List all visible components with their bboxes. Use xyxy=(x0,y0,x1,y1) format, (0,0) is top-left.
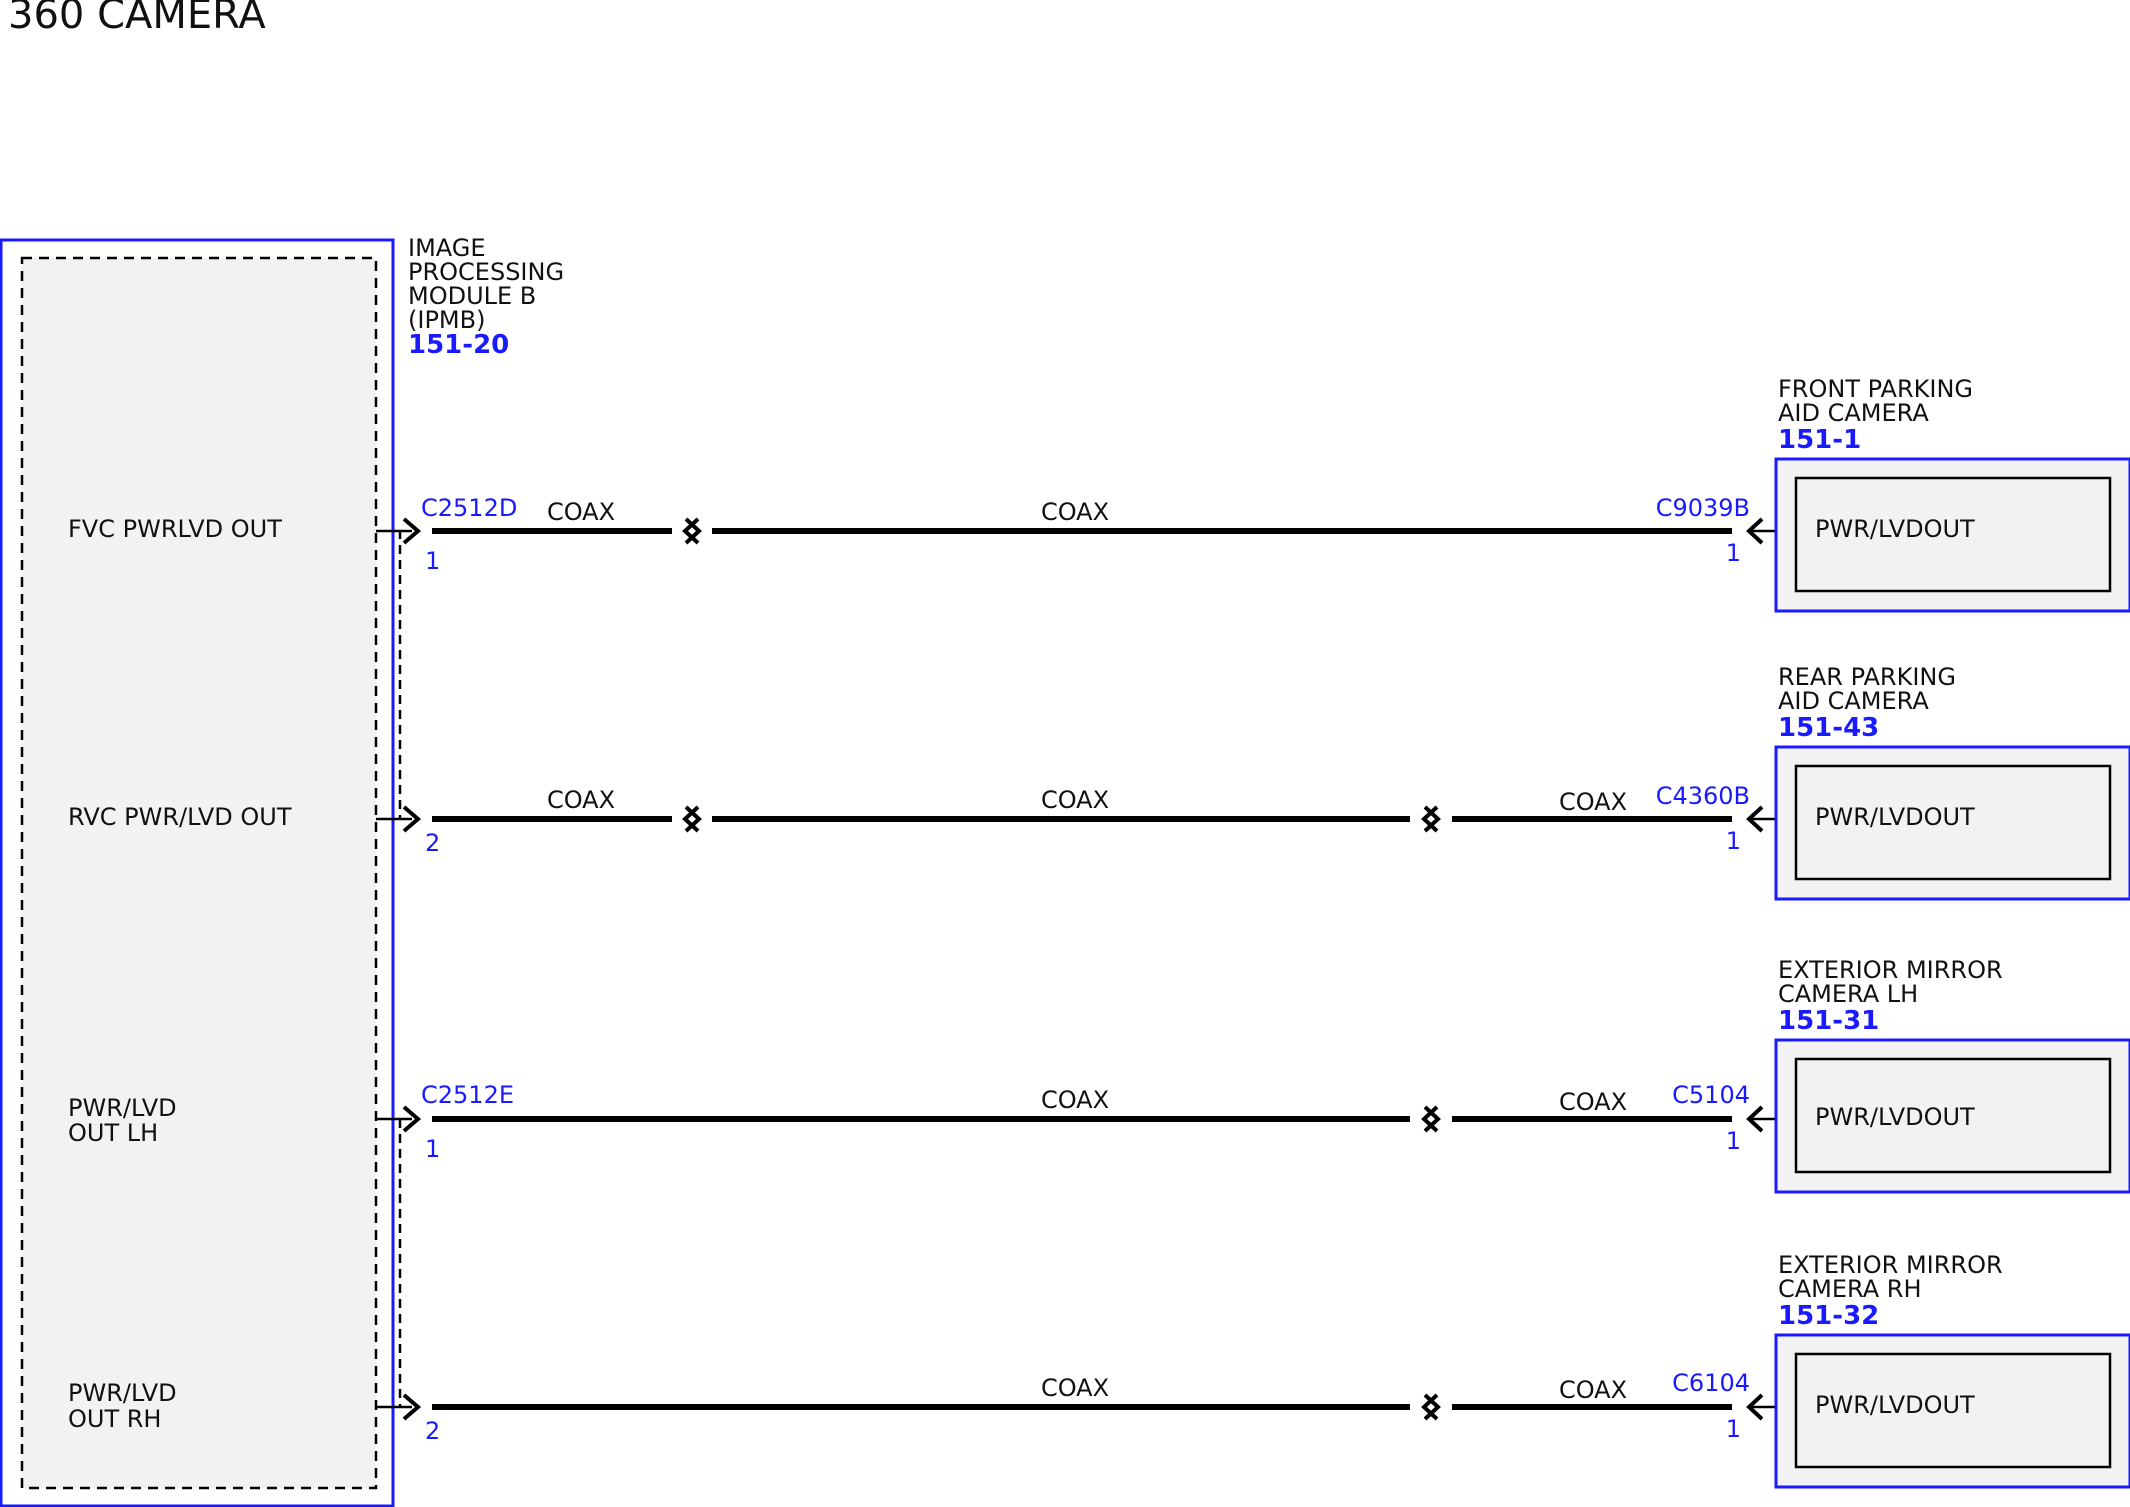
module-name-line: MODULE B xyxy=(408,282,536,310)
device-pin-label: PWR/LVDOUT xyxy=(1815,803,1975,831)
inline-connector-symbol xyxy=(684,517,702,545)
inline-connector-symbol xyxy=(684,805,702,833)
device-pin-number: 1 xyxy=(1726,539,1741,567)
module-connector-id: C2512E xyxy=(421,1081,514,1109)
wire-label: COAX xyxy=(1559,1088,1627,1116)
module-pin-label: OUT RH xyxy=(68,1405,161,1433)
device-mirror-camera-lh: EXTERIOR MIRROR CAMERA LH 151-31 PWR/LVD… xyxy=(1774,956,2130,1194)
device-name-line: FRONT PARKING xyxy=(1778,375,1973,403)
device-connector-id: C9039B xyxy=(1656,494,1750,522)
device-body xyxy=(1794,1352,2112,1469)
module-body xyxy=(20,256,378,1490)
wire-label: COAX xyxy=(547,786,615,814)
connector-male-symbol xyxy=(402,1105,422,1133)
module-pin-label: PWR/LVD xyxy=(68,1094,177,1122)
inline-connector-symbol xyxy=(1423,805,1441,833)
device-pin-number: 1 xyxy=(1726,1127,1741,1155)
module-pin-label: PWR/LVD xyxy=(68,1379,177,1407)
module-name-line: PROCESSING xyxy=(408,258,564,286)
inline-connector-symbol xyxy=(682,517,700,545)
wire-label: COAX xyxy=(1559,1376,1627,1404)
module-connector-id: C2512D xyxy=(421,494,517,522)
device-ref: 151-32 xyxy=(1778,1301,1879,1331)
device-pin-number: 1 xyxy=(1726,1415,1741,1443)
connector-male-symbol xyxy=(402,517,422,545)
device-ref: 151-1 xyxy=(1778,425,1861,455)
module-pin-label: RVC PWR/LVD OUT xyxy=(68,803,292,831)
connector-male-symbol xyxy=(402,1393,422,1421)
module-ref: 151-20 xyxy=(408,330,509,360)
module-pin-label: OUT LH xyxy=(68,1119,158,1147)
device-connector-id: C5104 xyxy=(1672,1081,1750,1109)
wire-label: COAX xyxy=(1041,1374,1109,1402)
device-mirror-camera-rh: EXTERIOR MIRROR CAMERA RH 151-32 PWR/LVD… xyxy=(1774,1251,2130,1489)
module-ipmb: IMAGE PROCESSING MODULE B (IPMB) 151-20 … xyxy=(0,234,564,1507)
module-name-line: (IPMB) xyxy=(408,306,485,334)
device-pin-label: PWR/LVDOUT xyxy=(1815,515,1975,543)
inline-connector-symbol xyxy=(1421,1105,1439,1133)
device-body xyxy=(1794,764,2112,881)
device-name-line: CAMERA LH xyxy=(1778,980,1918,1008)
device-pin-number: 1 xyxy=(1726,827,1741,855)
device-pin-label: PWR/LVDOUT xyxy=(1815,1391,1975,1419)
module-name-line: IMAGE xyxy=(408,234,486,262)
device-connector-id: C4360B xyxy=(1656,782,1750,810)
connector-female-symbol xyxy=(1746,517,1764,545)
device-name-line: AID CAMERA xyxy=(1778,687,1929,715)
wire-label: COAX xyxy=(1041,786,1109,814)
module-pin-number: 2 xyxy=(425,829,440,857)
connector-female-symbol xyxy=(1746,805,1764,833)
wire-label: COAX xyxy=(547,498,615,526)
inline-connector-symbol xyxy=(682,805,700,833)
module-pin-number: 1 xyxy=(425,1135,440,1163)
inline-connector-symbol xyxy=(1421,1393,1439,1421)
connector-female-symbol xyxy=(1746,1393,1764,1421)
device-name-line: EXTERIOR MIRROR xyxy=(1778,956,2003,984)
connector-female-symbol xyxy=(1746,1105,1764,1133)
circuit-mirror-camera-lh: C2512E 1 COAX COAX C5104 1 EXTERIOR MIRR… xyxy=(376,956,2130,1194)
circuit-front-camera: C2512D 1 COAX COAX C9039B 1 FRONT PARKIN… xyxy=(376,375,2130,613)
inline-connector-symbol xyxy=(1423,1105,1441,1133)
module-pin-number: 1 xyxy=(425,547,440,575)
inline-connector-symbol xyxy=(1423,1393,1441,1421)
device-ref: 151-31 xyxy=(1778,1006,1879,1036)
device-body xyxy=(1794,476,2112,593)
device-name-line: EXTERIOR MIRROR xyxy=(1778,1251,2003,1279)
wire-label: COAX xyxy=(1041,498,1109,526)
wire-label: COAX xyxy=(1559,788,1627,816)
device-body xyxy=(1794,1057,2112,1174)
device-connector-id: C6104 xyxy=(1672,1369,1750,1397)
device-name-line: REAR PARKING xyxy=(1778,663,1956,691)
inline-connector-symbol xyxy=(1421,805,1439,833)
module-pin-number: 2 xyxy=(425,1417,440,1445)
device-pin-label: PWR/LVDOUT xyxy=(1815,1103,1975,1131)
device-ref: 151-43 xyxy=(1778,713,1879,743)
diagram-title: 360 CAMERA xyxy=(8,0,266,38)
wire-label: COAX xyxy=(1041,1086,1109,1114)
module-pin-label: FVC PWRLVD OUT xyxy=(68,515,282,543)
connector-male-symbol xyxy=(402,805,422,833)
device-name-line: AID CAMERA xyxy=(1778,399,1929,427)
device-front-camera: FRONT PARKING AID CAMERA 151-1 PWR/LVDOU… xyxy=(1774,375,2130,613)
device-name-line: CAMERA RH xyxy=(1778,1275,1922,1303)
circuit-rear-camera: 2 COAX COAX COAX C4360B 1 REAR PARKING A… xyxy=(376,663,2130,901)
circuit-mirror-camera-rh: 2 COAX COAX C6104 1 EXTERIOR MIRROR CAME… xyxy=(376,1251,2130,1489)
device-rear-camera: REAR PARKING AID CAMERA 151-43 PWR/LVDOU… xyxy=(1774,663,2130,901)
